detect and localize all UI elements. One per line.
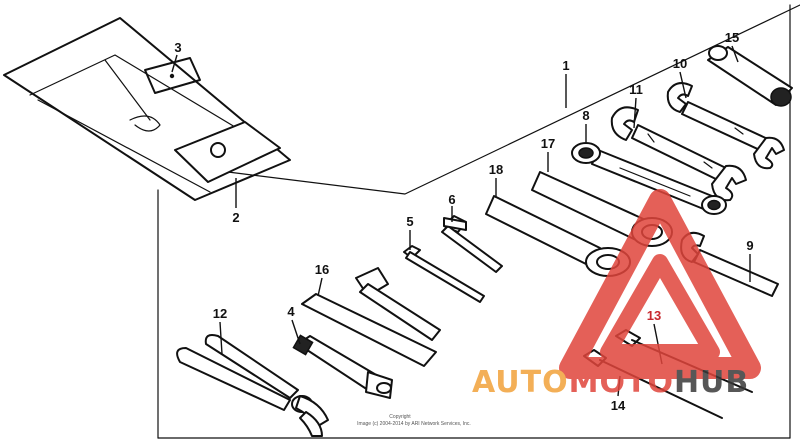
screwdriver-4 (292, 334, 393, 399)
label-part-13: 13 (647, 308, 661, 323)
wrench-11 (610, 106, 747, 202)
svg-text:AUTOMOTOHUB: AUTOMOTOHUB (472, 365, 749, 400)
pliers-12 (176, 334, 329, 437)
label-part-11: 11 (629, 82, 643, 97)
watermark-hub: HUB (674, 365, 749, 400)
watermark-triangle-outer (559, 189, 761, 379)
wrench-10 (666, 82, 785, 170)
watermark-logo: AUTOMOTOHUB (472, 189, 761, 400)
label-part-8: 8 (582, 108, 589, 123)
copyright-line-2: Image (c) 2004-2014 by ARI Network Servi… (357, 421, 471, 427)
label-part-4: 4 (287, 304, 295, 319)
label-part-2: 2 (232, 210, 239, 225)
label-part-15: 15 (725, 30, 739, 45)
label-part-12: 12 (213, 306, 227, 321)
box-wrench-8 (571, 142, 727, 215)
watermark-triangle-inner (600, 254, 720, 360)
label-part-10: 10 (673, 56, 687, 71)
hex-key-16 (355, 267, 441, 341)
label-part-9: 9 (746, 238, 753, 253)
label-part-5: 5 (406, 214, 413, 229)
label-part-1: 1 (562, 58, 569, 73)
label-part-16: 16 (315, 262, 329, 277)
handle-bar (707, 45, 793, 107)
label-part-6: 6 (448, 192, 455, 207)
watermark-moto: MOTO (569, 365, 674, 400)
part-labels: 1 2 3 4 5 6 8 9 10 11 12 13 14 15 16 17 … (174, 30, 753, 413)
flat-bar (301, 293, 437, 367)
copyright: Copyright Image (c) 2004-2014 by ARI Net… (357, 414, 471, 427)
label-part-18: 18 (489, 162, 503, 177)
copyright-line-1: Copyright (389, 414, 411, 420)
bag-strap (144, 57, 201, 94)
hex-key-6 (441, 215, 503, 273)
label-part-3: 3 (174, 40, 181, 55)
label-part-14: 14 (611, 398, 626, 413)
tool-bag (3, 17, 291, 201)
kit-outline (157, 4, 800, 439)
label-part-17: 17 (541, 136, 555, 151)
watermark-auto: AUTO (472, 365, 569, 400)
